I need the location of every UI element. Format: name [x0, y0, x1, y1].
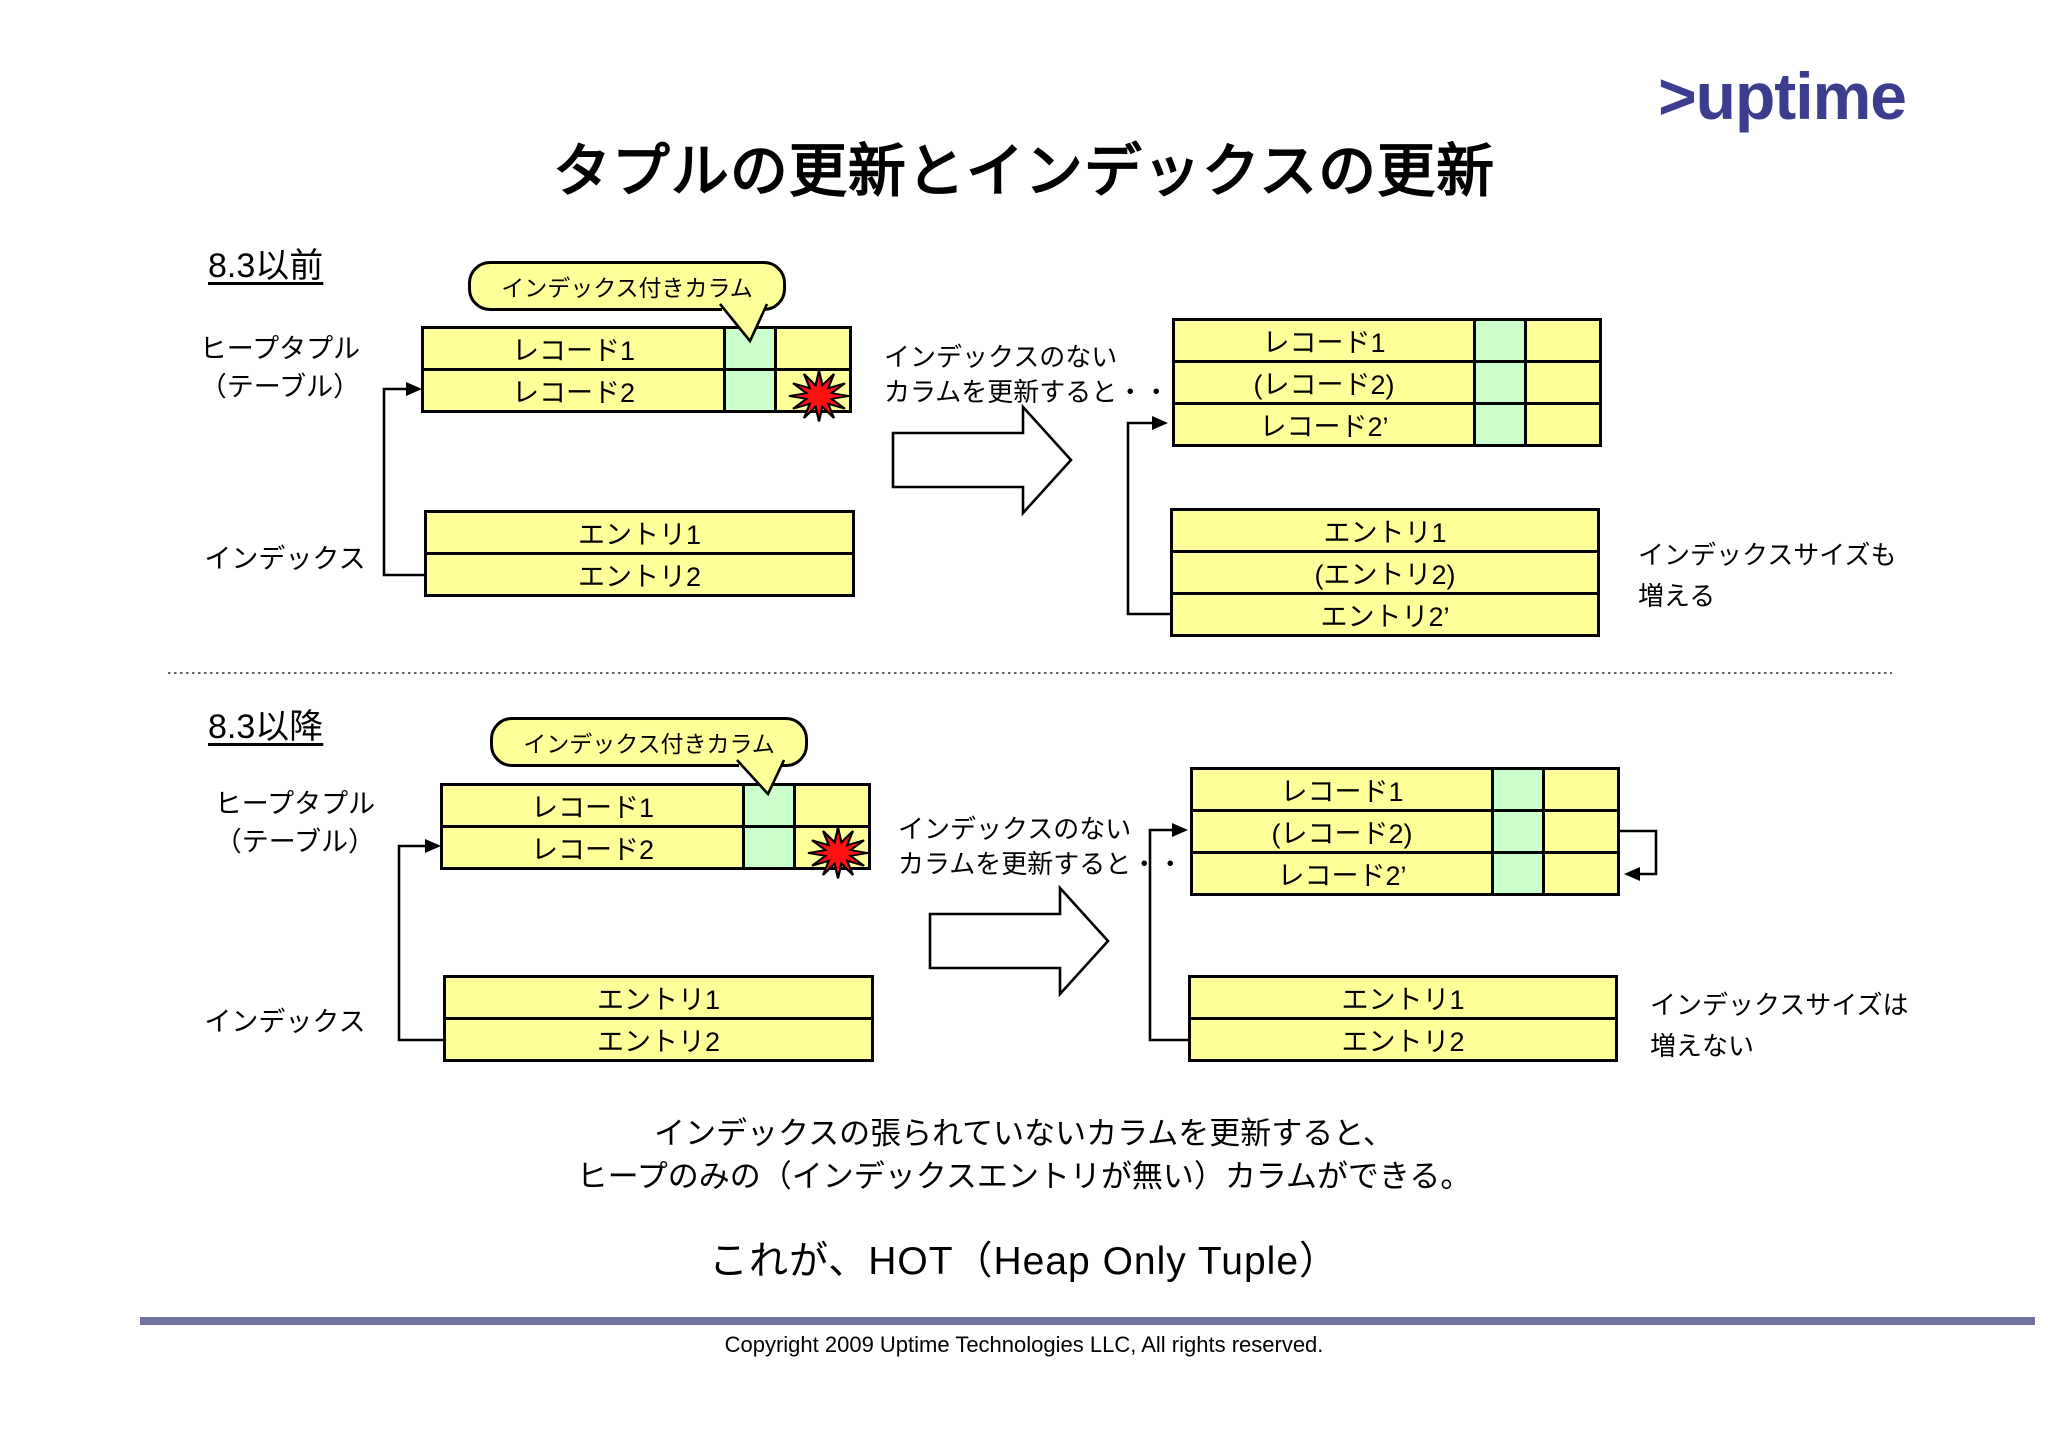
entry-row: エントリ1 — [1191, 978, 1615, 1017]
indexed-column-cell — [1491, 854, 1545, 893]
record-cell: レコード1 — [424, 329, 723, 368]
heap-row: レコード2’ — [1193, 851, 1617, 893]
indexed-column-cell — [1491, 770, 1545, 809]
heap-row: レコード2’ — [1175, 402, 1599, 444]
entry-row: エントリ2 — [427, 552, 852, 594]
index-entry-box-before: エントリ1 エントリ2 — [424, 510, 855, 597]
index-entry-box-after: エントリ1 エントリ2 — [443, 975, 874, 1062]
record-cell: (レコード2) — [1193, 812, 1491, 851]
spare-cell — [1545, 770, 1617, 809]
connector-entry2b-to-record2b-before — [1126, 416, 1170, 616]
hot-title: これが、HOT（Heap Only Tuple） — [708, 1240, 1340, 1283]
indexed-column-callout-after: インデックス付きカラム — [490, 717, 808, 767]
heap-tuple-label-line1: ヒープタプル — [214, 789, 376, 819]
update-note-before: インデックスのない カラムを更新すると・・・ — [884, 342, 1196, 407]
heap-row: レコード1 — [1193, 770, 1617, 809]
summary-text: インデックスの張られていないカラムを更新すると、 ヒープのみの（インデックスエン… — [576, 1116, 1472, 1194]
entry-row: エントリ2 — [1191, 1017, 1615, 1059]
index-size-note-after: インデックスサイズは 増えない — [1650, 990, 1909, 1061]
heap-row: (レコード2) — [1193, 809, 1617, 851]
indexed-column-cell — [1491, 812, 1545, 851]
update-note-after: インデックスのない カラムを更新すると・・・ — [898, 814, 1210, 879]
record-cell: (レコード2) — [1175, 363, 1473, 402]
entry-row: エントリ2’ — [1173, 592, 1597, 634]
spare-cell — [777, 371, 849, 410]
heap-tuple-label-before: ヒープタプル （テーブル） — [190, 330, 370, 406]
indexed-column-cell — [742, 786, 796, 825]
record-cell: レコード2 — [443, 828, 742, 867]
indexed-column-cell — [1473, 321, 1527, 360]
connector-hot-chain-record2-to-record2b — [1620, 829, 1658, 881]
spare-cell — [777, 329, 849, 368]
index-size-note-before: インデックスサイズも 増える — [1638, 540, 1897, 611]
index-label-after: インデックス — [204, 1007, 366, 1037]
spare-cell — [1545, 812, 1617, 851]
result-heap-table-before: レコード1 (レコード2) レコード2’ — [1172, 318, 1602, 447]
record-cell: レコード1 — [1193, 770, 1491, 809]
connector-entry2-to-record2-after — [397, 839, 443, 1042]
entry-row: エントリ2 — [446, 1017, 871, 1059]
result-index-entry-box-after: エントリ1 エントリ2 — [1188, 975, 1618, 1062]
record-cell: レコード2 — [424, 371, 723, 410]
uptime-logo: >uptime — [1658, 59, 1907, 133]
heap-tuple-label-line1: ヒープタプル — [199, 334, 361, 364]
record-cell: レコード1 — [443, 786, 742, 825]
spare-cell — [796, 828, 868, 867]
heap-tuple-label-after: ヒープタプル （テーブル） — [205, 785, 385, 861]
index-label-before: インデックス — [204, 544, 366, 574]
indexed-column-cell — [1473, 363, 1527, 402]
heap-row: (レコード2) — [1175, 360, 1599, 402]
spare-cell — [796, 786, 868, 825]
entry-row: (エントリ2) — [1173, 550, 1597, 592]
heap-tuple-label-line2: （テーブル） — [199, 372, 361, 402]
record-cell: レコード2’ — [1193, 854, 1491, 893]
entry-row: エントリ1 — [1173, 511, 1597, 550]
heap-table-after: レコード1 レコード2 — [440, 783, 871, 870]
spare-cell — [1527, 321, 1599, 360]
spare-cell — [1545, 854, 1617, 893]
heap-table-before: レコード1 レコード2 — [421, 326, 852, 413]
indexed-column-cell — [723, 329, 777, 368]
heap-row: レコード2 — [424, 368, 849, 410]
heap-row: レコード1 — [443, 786, 868, 825]
copyright-text: Copyright 2009 Uptime Technologies LLC, … — [724, 1332, 1324, 1357]
indexed-column-cell — [1473, 405, 1527, 444]
heap-row: レコード1 — [1175, 321, 1599, 360]
entry-row: エントリ1 — [446, 978, 871, 1017]
record-cell: レコード1 — [1175, 321, 1473, 360]
section-before-heading: 8.3以前 — [208, 247, 324, 285]
result-index-entry-box-before: エントリ1 (エントリ2) エントリ2’ — [1170, 508, 1600, 637]
heap-row: レコード2 — [443, 825, 868, 867]
indexed-column-cell — [723, 371, 777, 410]
heap-row: レコード1 — [424, 329, 849, 368]
connector-entry2-to-record2-before — [382, 382, 424, 577]
spare-cell — [1527, 363, 1599, 402]
heap-tuple-label-line2: （テーブル） — [214, 827, 376, 857]
entry-row: エントリ1 — [427, 513, 852, 552]
indexed-column-cell — [742, 828, 796, 867]
block-arrow-icon — [928, 884, 1110, 998]
result-heap-table-after: レコード1 (レコード2) レコード2’ — [1190, 767, 1620, 896]
block-arrow-icon — [891, 403, 1073, 517]
indexed-column-callout-before: インデックス付きカラム — [468, 261, 786, 311]
spare-cell — [1527, 405, 1599, 444]
section-after-heading: 8.3以降 — [208, 708, 324, 746]
footer-bar — [140, 1317, 2035, 1325]
record-cell: レコード2’ — [1175, 405, 1473, 444]
page-title: タプルの更新とインデックスの更新 — [552, 139, 1496, 204]
